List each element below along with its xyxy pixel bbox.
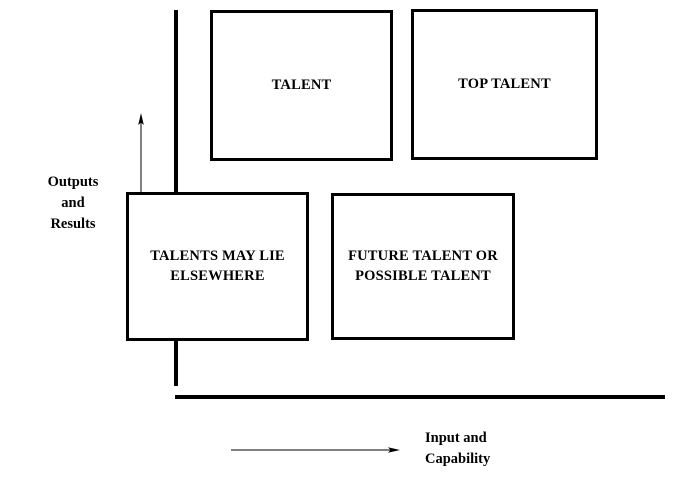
x-axis-title: Input and Capability bbox=[425, 430, 491, 468]
quadrant-top-talent-label: TOP TALENT bbox=[458, 75, 551, 92]
quadrant-future-talent-or-possible-talent[interactable]: FUTURE TALENT OR POSSIBLE TALENT bbox=[331, 193, 515, 340]
x-axis-line bbox=[175, 395, 665, 399]
quadrant-talents-may-lie-elsewhere-label: TALENTS MAY LIE ELSEWHERE bbox=[150, 247, 285, 284]
quadrant-future-talent-or-possible-talent-label: FUTURE TALENT OR POSSIBLE TALENT bbox=[348, 247, 498, 284]
quadrant-talent-label: TALENT bbox=[271, 76, 332, 93]
arrow-right-icon bbox=[231, 447, 400, 453]
y-axis-title: Outputs and Results bbox=[47, 174, 99, 233]
quadrant-top-talent[interactable]: TOP TALENT bbox=[411, 9, 598, 160]
quadrant-talent[interactable]: TALENT bbox=[210, 10, 393, 161]
arrow-up-icon bbox=[138, 113, 144, 198]
quadrant-talents-may-lie-elsewhere[interactable]: TALENTS MAY LIE ELSEWHERE bbox=[126, 192, 309, 341]
